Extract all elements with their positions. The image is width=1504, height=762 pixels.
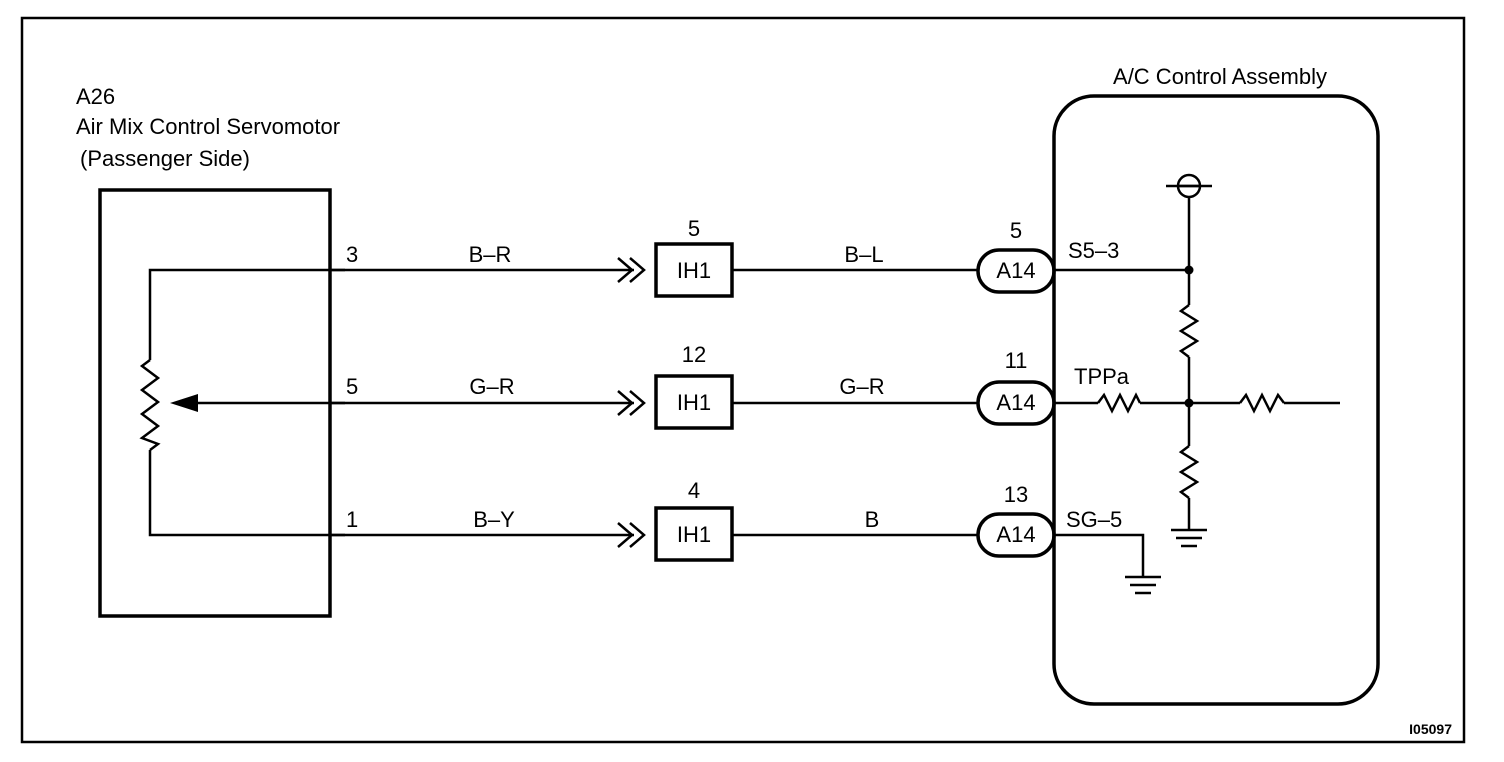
terminal-label: TPPa <box>1074 364 1130 389</box>
motor-pin: 1 <box>346 507 358 532</box>
power-supply-icon <box>1166 173 1212 199</box>
wire-color-right: G–R <box>839 374 884 399</box>
figure-id: I05097 <box>1409 721 1452 737</box>
ground-icon <box>1171 528 1207 548</box>
wire-color-left: G–R <box>469 374 514 399</box>
wire-color-left: B–Y <box>473 507 515 532</box>
ecu-pin: 5 <box>1010 218 1022 243</box>
wire-color-right: B–L <box>844 242 883 267</box>
resistor-icon <box>1178 445 1200 499</box>
ecu-pin: 13 <box>1004 482 1028 507</box>
ecu-connector-label: A14 <box>996 258 1035 283</box>
potentiometer-icon <box>139 268 345 537</box>
junction-label: IH1 <box>677 258 711 283</box>
junction-pin: 12 <box>682 342 706 367</box>
junction-label: IH1 <box>677 390 711 415</box>
motor-pin: 5 <box>346 374 358 399</box>
ecu-connector-label: A14 <box>996 390 1035 415</box>
ecu-internal-circuit <box>1054 173 1340 595</box>
servomotor-side: (Passenger Side) <box>80 146 250 171</box>
servomotor-name: Air Mix Control Servomotor <box>76 114 340 139</box>
diagram-border <box>20 16 1466 744</box>
wire-color-left: B–R <box>469 242 512 267</box>
terminal-label: SG–5 <box>1066 507 1122 532</box>
control-assembly-title: A/C Control Assembly <box>1113 64 1327 89</box>
resistor-icon <box>1097 392 1142 414</box>
terminal-label: S5–3 <box>1068 238 1119 263</box>
junction-pin: 4 <box>688 478 700 503</box>
motor-pin: 3 <box>346 242 358 267</box>
control-assembly-box <box>1052 94 1380 706</box>
ecu-connector-label: A14 <box>996 522 1035 547</box>
junction-label: IH1 <box>677 522 711 547</box>
wire-color-right: B <box>865 507 880 532</box>
resistor-icon <box>1239 392 1285 414</box>
junction-pin: 5 <box>688 216 700 241</box>
ecu-pin: 11 <box>1005 348 1028 373</box>
servomotor-code: A26 <box>76 84 115 109</box>
ground-icon <box>1125 575 1161 595</box>
resistor-icon <box>1178 304 1200 358</box>
connector-arrow-icon <box>617 257 646 548</box>
